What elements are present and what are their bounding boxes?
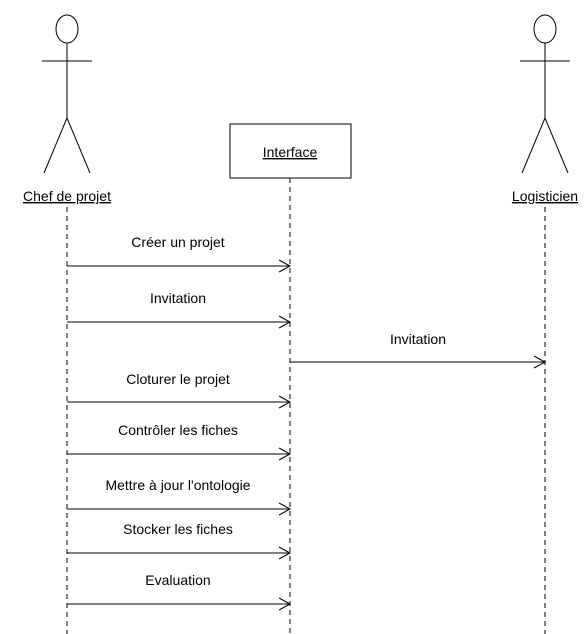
actor-logisticien-label: Logisticien bbox=[512, 188, 578, 204]
message-invitation-logisticien: Invitation bbox=[290, 331, 547, 369]
arrowhead-icon bbox=[278, 315, 292, 329]
arrowhead-icon bbox=[278, 259, 292, 273]
message-cloturer-le-projet: Cloturer le projet bbox=[67, 371, 292, 409]
actor-logisticien-head bbox=[533, 14, 557, 44]
message-label: Contrôler les fiches bbox=[118, 422, 238, 438]
message-invitation-interface: Invitation bbox=[67, 290, 292, 329]
arrowhead-icon bbox=[278, 502, 292, 516]
actor-chef-de-projet: Chef de projet bbox=[23, 14, 111, 204]
message-mettre-a-jour-ontologie: Mettre à jour l'ontologie bbox=[67, 477, 292, 516]
message-stocker-les-fiches: Stocker les fiches bbox=[67, 521, 292, 560]
message-evaluation: Evaluation bbox=[67, 572, 292, 611]
actor-chef-label: Chef de projet bbox=[23, 188, 111, 204]
actor-chef-right-leg bbox=[66, 117, 91, 174]
message-label: Créer un projet bbox=[131, 234, 224, 250]
actor-logisticien-right-leg bbox=[544, 117, 569, 174]
object-interface: Interface bbox=[229, 123, 352, 179]
message-label: Invitation bbox=[390, 331, 446, 347]
arrowhead-icon bbox=[278, 597, 292, 611]
actor-chef-head bbox=[55, 14, 79, 44]
message-label: Invitation bbox=[150, 290, 206, 306]
message-label: Stocker les fiches bbox=[123, 521, 233, 537]
message-creer-un-projet: Créer un projet bbox=[67, 234, 292, 273]
arrowhead-icon bbox=[278, 447, 292, 461]
message-label: Evaluation bbox=[145, 572, 210, 588]
actor-logisticien-left-leg bbox=[521, 117, 546, 174]
message-label: Mettre à jour l'ontologie bbox=[105, 477, 250, 493]
object-interface-label: Interface bbox=[263, 144, 318, 160]
arrowhead-icon bbox=[278, 546, 292, 560]
actor-chef-left-leg bbox=[43, 117, 68, 174]
message-controler-les-fiches: Contrôler les fiches bbox=[67, 422, 292, 461]
object-interface-box bbox=[229, 123, 352, 179]
arrowhead-icon bbox=[533, 355, 547, 369]
message-label: Cloturer le projet bbox=[126, 371, 230, 387]
arrowhead-icon bbox=[278, 395, 292, 409]
actor-logisticien: Logisticien bbox=[512, 14, 578, 204]
